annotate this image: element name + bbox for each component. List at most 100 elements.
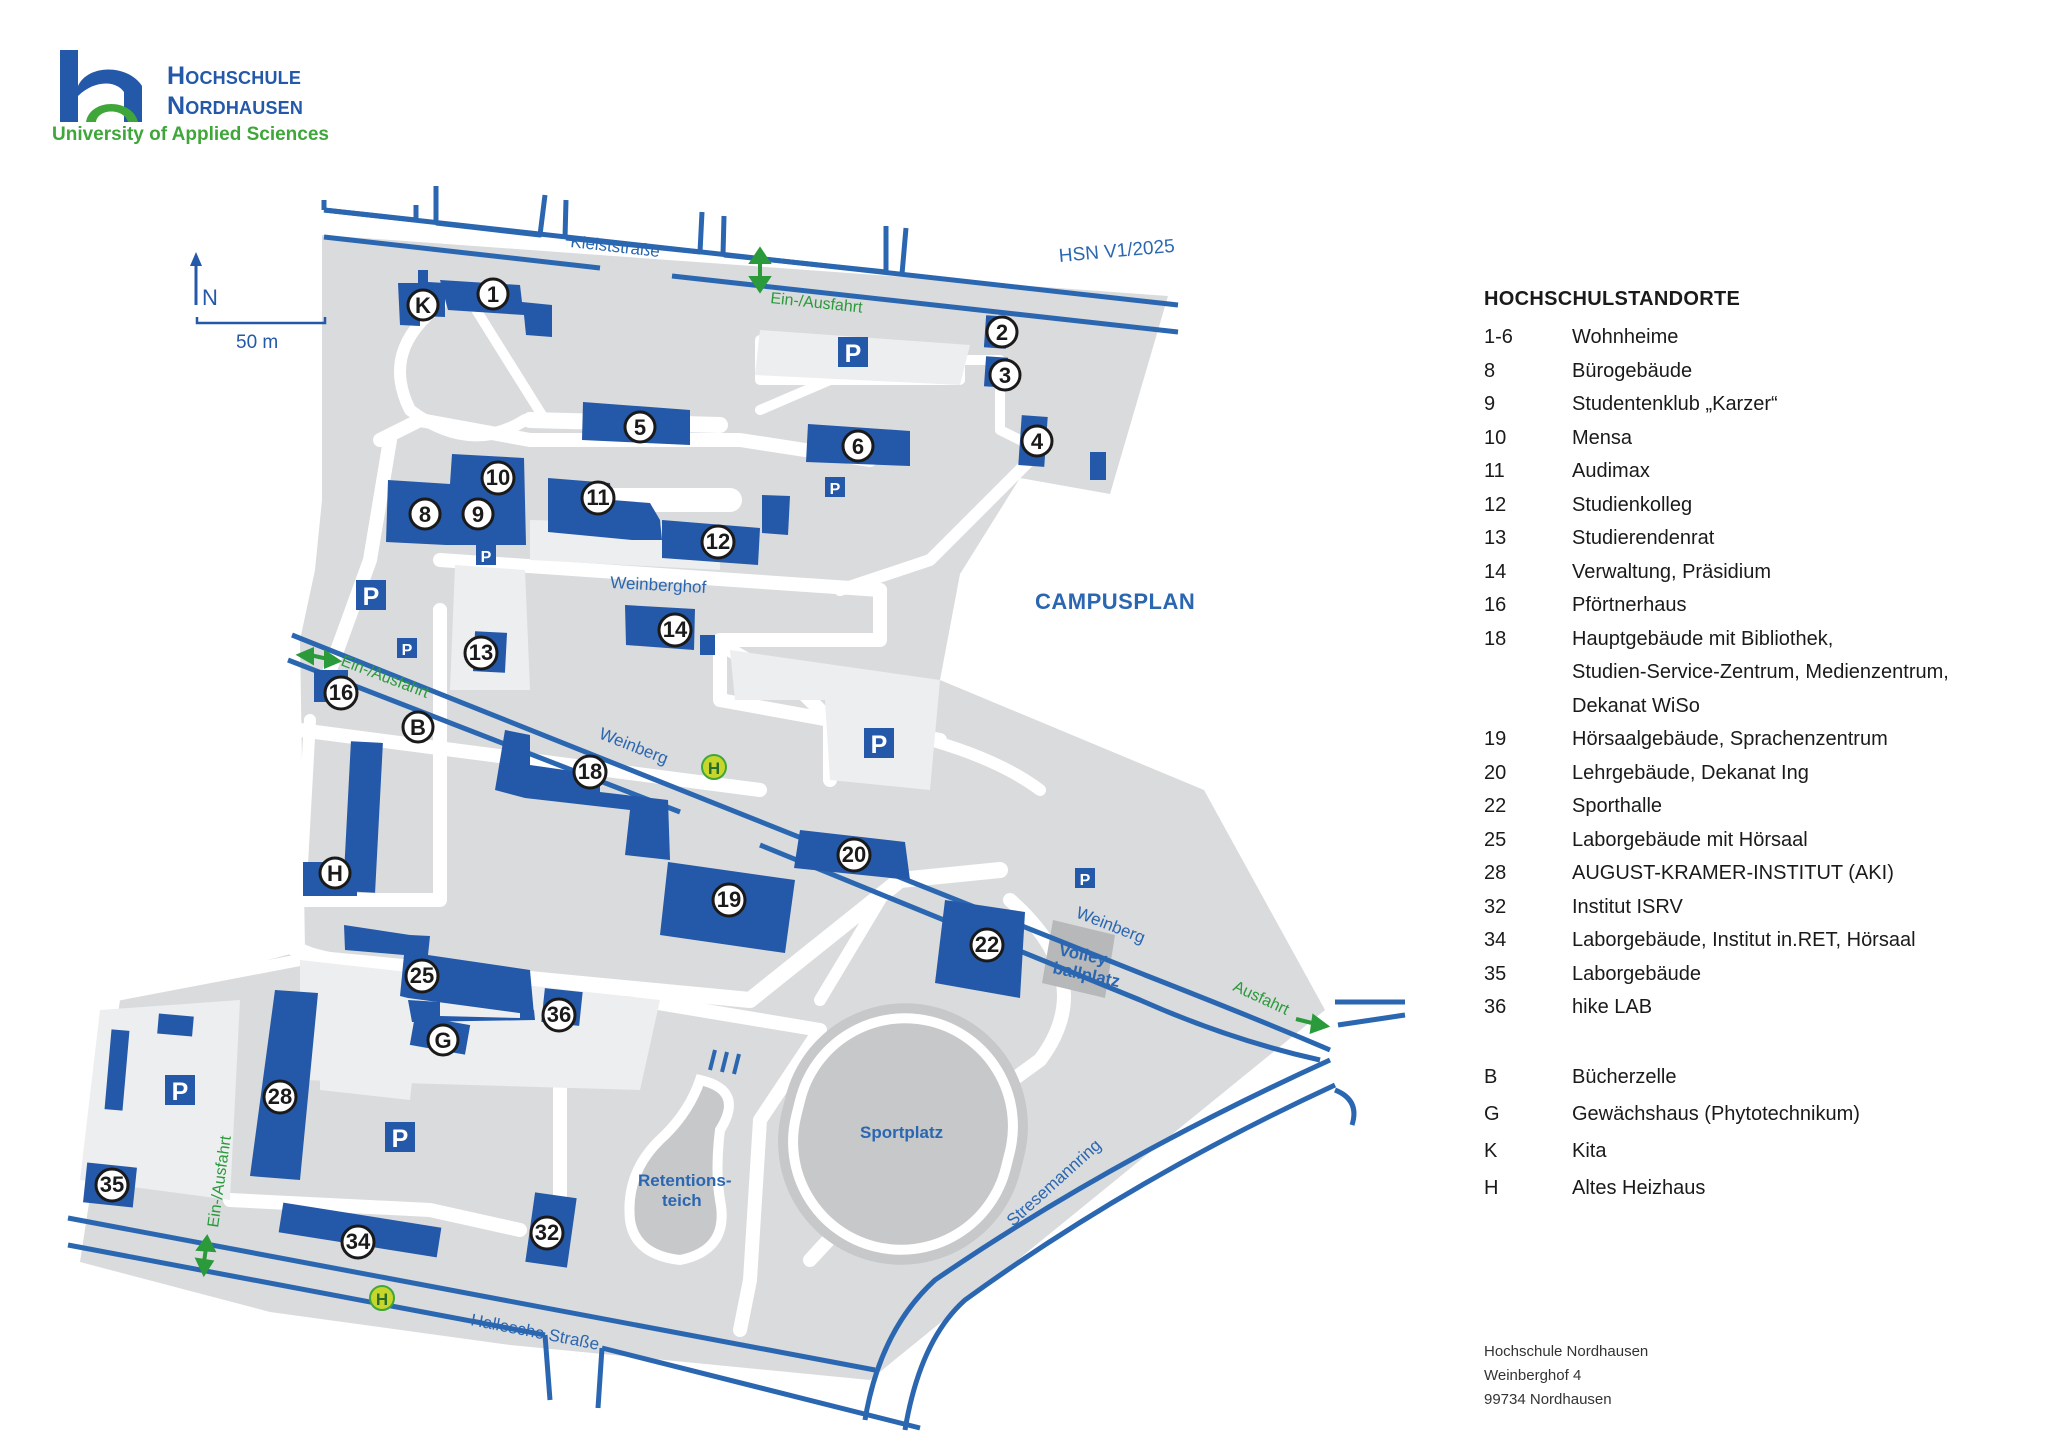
building-marker-9[interactable]: 9 — [461, 497, 495, 531]
legend-row: 20 Lehrgebäude, Dekanat Ing — [1484, 757, 2004, 791]
building-marker-1[interactable]: 1 — [476, 277, 510, 311]
building-markers[interactable]: 1 2 3 4 5 6 8 9 10 11 12 13 14 16 18 19 … — [94, 277, 1054, 1260]
legend-label: Hörsaalgebäude, Sprachenzentrum — [1572, 728, 1888, 750]
building-marker-8[interactable]: 8 — [408, 497, 442, 531]
legend-row: 8 Bürogebäude — [1484, 355, 2004, 389]
svg-text:13: 13 — [469, 640, 493, 665]
building-marker-3[interactable]: 3 — [988, 358, 1022, 392]
sportplatz — [778, 1003, 1028, 1265]
address-block: Hochschule Nordhausen Weinberghof 4 9973… — [1484, 1340, 1648, 1412]
legend-label: Laborgebäude — [1572, 962, 1702, 985]
legend-row: Dekanat WiSo — [1484, 690, 2004, 724]
building-marker-19[interactable]: 19 — [711, 882, 747, 918]
legend-label: hike LAB — [1572, 996, 1653, 1018]
svg-text:H: H — [708, 759, 720, 778]
svg-text:12: 12 — [706, 529, 730, 554]
legend-label: Altes Heizhaus — [1572, 1176, 1706, 1199]
building-marker-12[interactable]: 12 — [700, 524, 736, 560]
building-marker-35[interactable]: 35 — [94, 1167, 130, 1203]
building-marker-13[interactable]: 13 — [463, 635, 499, 671]
parking-signs: P P P P P P P P P — [165, 337, 1095, 1153]
legend-code: G — [1484, 1102, 1500, 1125]
legend-code: 36 — [1484, 996, 1507, 1018]
svg-text:P: P — [402, 642, 413, 659]
building-marker-25[interactable]: 25 — [404, 958, 440, 994]
svg-text:1: 1 — [487, 282, 499, 307]
parking-icon: P — [1075, 868, 1095, 889]
building-marker-11[interactable]: 11 — [580, 480, 616, 516]
north-label: N — [202, 285, 218, 310]
svg-text:16: 16 — [329, 680, 353, 705]
legend-label: Gewächshaus (Phytotechnikum) — [1572, 1102, 1860, 1125]
legend-label: Hauptgebäude mit Bibliothek, — [1572, 627, 1834, 650]
north-arrow: N — [190, 252, 218, 310]
legend-label: Wohnheime — [1572, 326, 1679, 348]
svg-text:8: 8 — [419, 502, 431, 527]
svg-text:10: 10 — [486, 465, 510, 490]
building-marker-6[interactable]: 6 — [841, 429, 875, 463]
building-marker-10[interactable]: 10 — [480, 460, 516, 496]
building-marker-5[interactable]: 5 — [623, 410, 657, 444]
legend-label: Lehrgebäude, Dekanat Ing — [1572, 761, 1809, 784]
svg-text:28: 28 — [268, 1084, 292, 1109]
building-marker-16[interactable]: 16 — [323, 675, 359, 711]
legend-row: 1-6 Wohnheime — [1484, 321, 2004, 355]
sportplatz-label: Sportplatz — [860, 1123, 943, 1142]
legend-row: 19 Hörsaalgebäude, Sprachenzentrum — [1484, 723, 2004, 757]
svg-text:34: 34 — [346, 1229, 371, 1254]
legend-label: Bürogebäude — [1572, 359, 1693, 382]
legend-code: K — [1484, 1139, 1498, 1162]
svg-text:P: P — [172, 1078, 189, 1106]
building-marker-22[interactable]: 22 — [969, 927, 1005, 963]
scale-label: 50 m — [236, 332, 278, 353]
address-line-1: Hochschule Nordhausen — [1484, 1343, 1649, 1360]
access-arrows — [194, 246, 1331, 1278]
legend-code: B — [1484, 1065, 1498, 1088]
building-marker-36[interactable]: 36 — [541, 997, 577, 1033]
building-marker-2[interactable]: 2 — [985, 315, 1019, 349]
building-marker-4[interactable]: 4 — [1020, 424, 1054, 458]
svg-text:4: 4 — [1031, 429, 1044, 454]
parking-icon: P — [385, 1122, 415, 1153]
legend-code: 8 — [1484, 359, 1496, 382]
building-marker-20[interactable]: 20 — [836, 837, 872, 873]
building-marker-h[interactable]: H — [318, 856, 352, 890]
legend-code: 11 — [1484, 460, 1505, 482]
building-marker-g[interactable]: G — [426, 1023, 460, 1057]
legend-label: Verwaltung, Präsidium — [1572, 560, 1771, 583]
svg-text:36: 36 — [547, 1002, 571, 1027]
building-marker-14[interactable]: 14 — [657, 612, 693, 648]
building-marker-k[interactable]: K — [406, 288, 440, 322]
address-line-2: Weinberghof 4 — [1484, 1367, 1582, 1384]
legend-code: 1-6 — [1484, 326, 1513, 348]
university-logo: Hochschule Nordhausen University of Appl… — [52, 48, 372, 158]
svg-text:3: 3 — [999, 363, 1011, 388]
legend-code: 34 — [1484, 929, 1507, 951]
building-marker-18[interactable]: 18 — [572, 754, 608, 790]
legend-code: 10 — [1484, 426, 1507, 449]
legend-row: 36 hike LAB — [1484, 991, 2004, 1025]
address-line-3: 99734 Nordhausen — [1484, 1391, 1612, 1408]
legend-code: 19 — [1484, 728, 1507, 750]
building-marker-34[interactable]: 34 — [340, 1224, 376, 1260]
bus-stops: H H — [369, 754, 727, 1311]
legend-code: 20 — [1484, 761, 1507, 784]
svg-text:19: 19 — [717, 887, 741, 912]
parking-icon: P — [397, 638, 417, 659]
svg-text:P: P — [392, 1125, 409, 1153]
svg-text:H: H — [376, 1290, 388, 1309]
building-marker-32[interactable]: 32 — [529, 1215, 565, 1251]
building-marker-b[interactable]: B — [401, 710, 435, 744]
building-marker-28[interactable]: 28 — [262, 1079, 298, 1115]
